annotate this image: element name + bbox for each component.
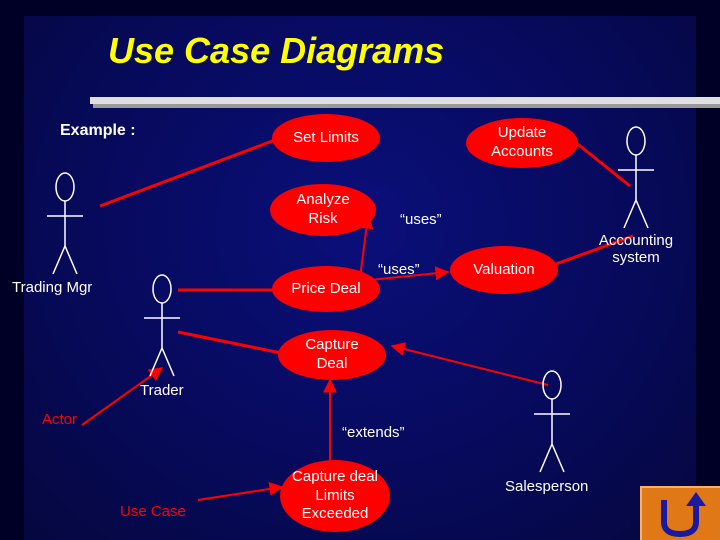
actor-trading-mgr-figure: [47, 172, 83, 275]
use-case-analyze-risk: Analyze Risk: [270, 184, 376, 236]
actor-salesperson-figure: [534, 370, 570, 473]
association-salesperson-capture-deal: [390, 342, 549, 386]
use-case-set-limits: Set Limits: [272, 114, 380, 162]
uses-label-1: “uses”: [400, 211, 442, 228]
association-trader-capture-deal: [177, 330, 287, 356]
example-label: Example :: [60, 122, 136, 139]
legend-actor-label: Actor: [42, 411, 78, 428]
use-case-price-deal: Price Deal: [272, 266, 380, 312]
uses-price-deal-analyze-risk: [359, 214, 374, 279]
actor-accounting-system-figure: [618, 126, 654, 229]
actor-trader-label: Trader: [140, 382, 184, 399]
actor-trader-figure: [144, 274, 180, 377]
use-case-capture-deal-limits-exceeded: Capture deal Limits Exceeded: [280, 460, 390, 532]
title-rule: [90, 97, 720, 104]
use-case-valuation: Valuation: [450, 246, 558, 294]
uses-label-2: “uses”: [378, 261, 420, 278]
legend-use-case-label: Use Case: [120, 503, 186, 520]
association-trading-mgr-set-limits: [99, 138, 276, 208]
return-button[interactable]: [640, 486, 720, 540]
association-accounting-update-accounts: [574, 140, 631, 188]
use-case-update-accounts: Update Accounts: [466, 118, 578, 168]
actor-accounting-system-label: Accounting system: [598, 232, 674, 267]
uses-price-deal-valuation: [369, 266, 450, 281]
actor-salesperson-label: Salesperson: [505, 478, 589, 495]
u-turn-arrow-icon: [661, 492, 706, 538]
legend-use-case-arrow: [197, 482, 284, 501]
extends-label: “extends”: [342, 424, 405, 441]
title-rule-shadow: [93, 101, 720, 108]
use-case-capture-deal: Capture Deal: [278, 330, 386, 380]
association-accounting-valuation: [544, 234, 634, 270]
legend-actor-arrow: [81, 367, 164, 426]
slide-title: Use Case Diagrams: [108, 30, 445, 71]
actor-trading-mgr-label: Trading Mgr: [12, 279, 93, 296]
